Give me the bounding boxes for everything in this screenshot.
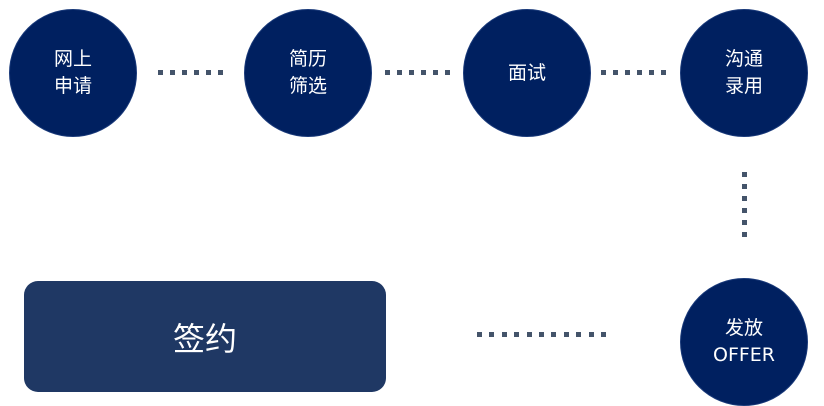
connector-dot	[433, 70, 438, 75]
connector-dot	[218, 70, 223, 75]
step-issue-offer: 发放 OFFER	[680, 278, 808, 406]
connector-dot	[182, 70, 187, 75]
step-online-application: 网上 申请	[9, 9, 137, 137]
connector-dot	[385, 70, 390, 75]
connector-dot	[613, 70, 618, 75]
step-interview: 面试	[463, 9, 591, 137]
connector-dot	[742, 220, 747, 225]
connector-dot	[489, 332, 495, 337]
connector-dot	[742, 232, 747, 237]
connector-dot	[194, 70, 199, 75]
connector-dot	[661, 70, 666, 75]
connector-dot	[649, 70, 654, 75]
connector-dot	[742, 184, 747, 189]
connector-dot	[514, 332, 520, 337]
connector-dot	[742, 208, 747, 213]
step-sign-contract: 签约	[24, 281, 386, 392]
connector-dot	[501, 332, 507, 337]
connector-dot	[576, 332, 582, 337]
connector-dot	[563, 332, 569, 337]
connector-dot	[601, 332, 606, 337]
connector-dot	[206, 70, 211, 75]
connector-dot	[551, 332, 557, 337]
connector-dot	[158, 70, 163, 75]
connector-dot	[539, 332, 544, 337]
connector-dot	[526, 332, 532, 337]
step-offer-communication: 沟通 录用	[680, 9, 808, 137]
connector-dot	[170, 70, 175, 75]
connector-dot	[742, 172, 747, 177]
connector-dot	[397, 70, 402, 75]
connector-dot	[625, 70, 630, 75]
connector-dot	[588, 332, 594, 337]
connector-dot	[637, 70, 642, 75]
step-resume-screening: 简历 筛选	[244, 9, 372, 137]
connector-dot	[477, 332, 482, 337]
connector-dot	[601, 70, 606, 75]
connector-dot	[445, 70, 450, 75]
connector-dot	[742, 196, 747, 201]
connector-dot	[409, 70, 414, 75]
connector-dot	[421, 70, 426, 75]
